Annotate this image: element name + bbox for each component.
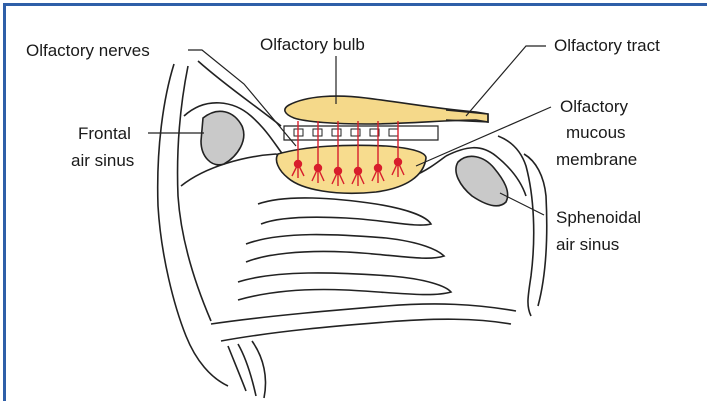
diagram-frame: Olfactory nerves Olfactory bulb Olfactor…	[3, 3, 707, 401]
olfactory-bulb	[285, 96, 488, 124]
label-mucous-2: mucous	[566, 123, 626, 142]
sphenoidal-air-sinus	[456, 156, 508, 205]
olfactory-anatomy-diagram: Olfactory nerves Olfactory bulb Olfactor…	[6, 6, 707, 401]
label-sphenoidal-1: Sphenoidal	[556, 208, 641, 227]
label-frontal-sinus-2: air sinus	[71, 151, 134, 170]
label-mucous-1: Olfactory	[560, 97, 629, 116]
label-olfactory-bulb: Olfactory bulb	[260, 35, 365, 54]
label-olfactory-tract: Olfactory tract	[554, 36, 660, 55]
cribriform-plate	[284, 126, 438, 140]
olfactory-mucous-membrane	[276, 145, 426, 193]
label-olfactory-nerves: Olfactory nerves	[26, 41, 150, 60]
label-mucous-3: membrane	[556, 150, 637, 169]
frontal-air-sinus	[201, 111, 244, 164]
label-frontal-sinus-1: Frontal	[78, 124, 131, 143]
nasal-conchae	[238, 198, 451, 300]
label-sphenoidal-2: air sinus	[556, 235, 619, 254]
